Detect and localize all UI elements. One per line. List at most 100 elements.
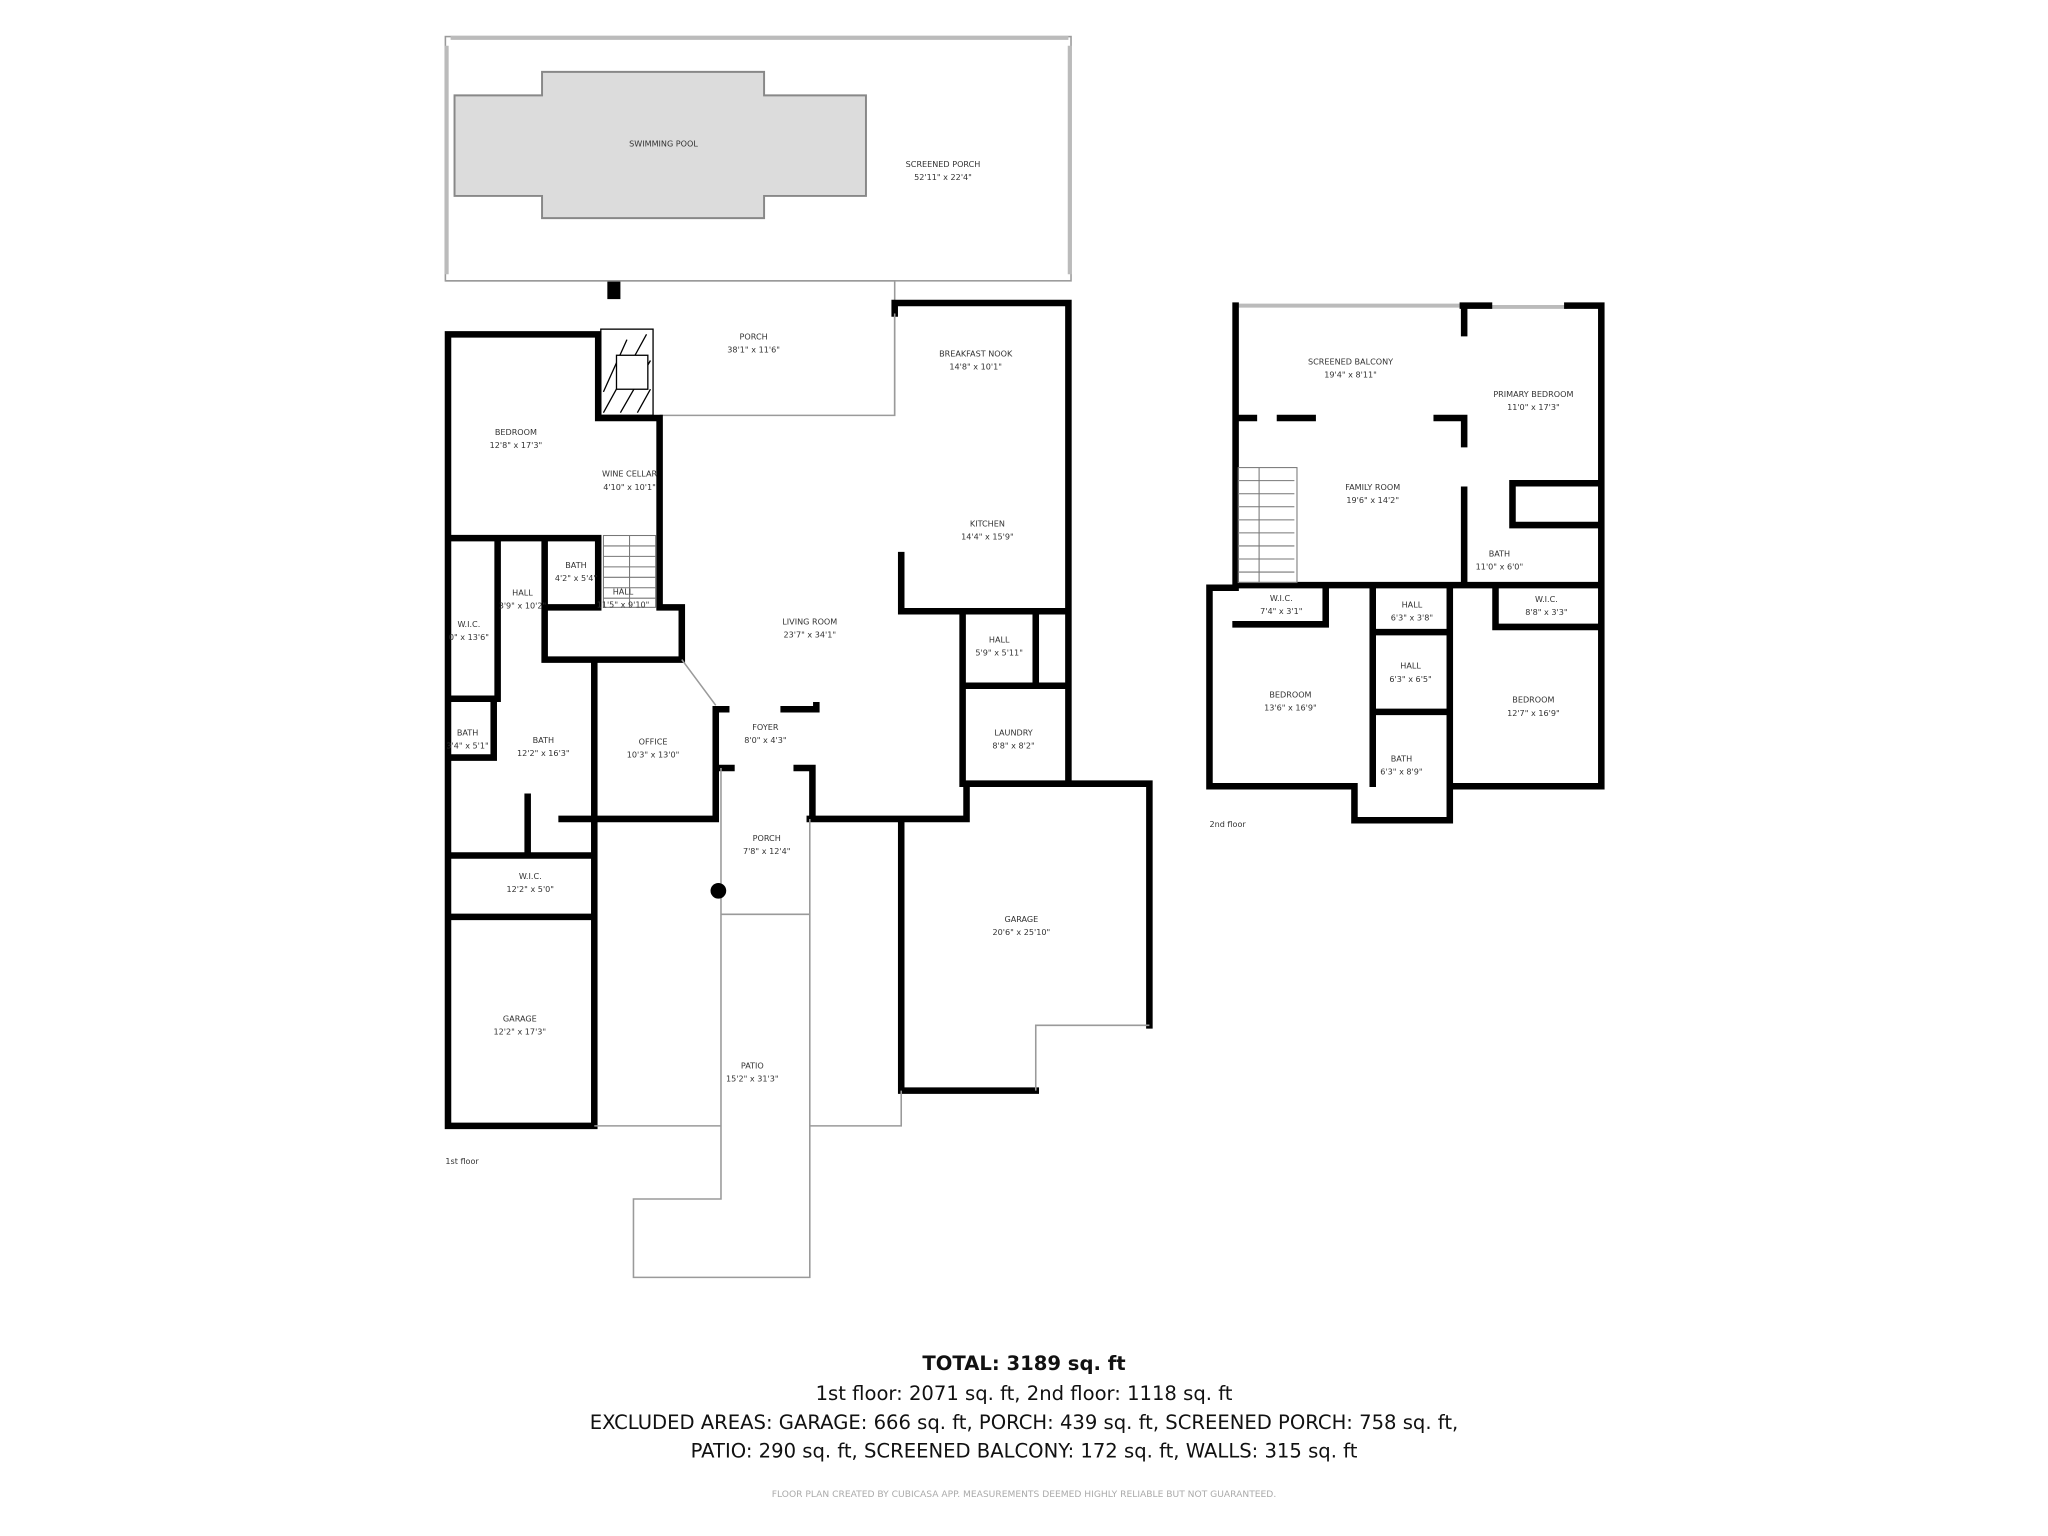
room-dimensions: 38'1" x 11'6": [727, 345, 780, 355]
room-label: W.I.C. 8'8" x 3'3": [1525, 594, 1567, 617]
room-dimensions: 3'9" x 10'2": [499, 601, 547, 611]
room-label: HALL 3'9" x 10'2": [499, 588, 547, 611]
room-name: BEDROOM: [495, 427, 537, 437]
room-label: SCREENED BALCONY 19'4" x 8'11": [1308, 356, 1393, 379]
screen-panels: [444, 35, 1072, 275]
floor-label: 1st floor: [445, 1156, 479, 1166]
room-label: PORCH 7'8" x 12'4": [743, 833, 791, 856]
room-label: BATH 11'0" x 6'0": [1476, 548, 1524, 571]
room-name: FAMILY ROOM: [1345, 482, 1400, 492]
room-name: WINE CELLAR: [602, 469, 658, 479]
room-name: W.I.C.: [457, 619, 480, 629]
room-name: BATH: [565, 560, 586, 570]
room-dimensions: 5'9" x 5'11": [975, 648, 1023, 658]
swimming-pool: [453, 70, 867, 220]
room-label: GARAGE 12'2" x 17'3": [494, 1013, 547, 1036]
room-name: PATIO: [741, 1060, 764, 1070]
room-name: BATH: [457, 727, 478, 737]
room-name: GARAGE: [1004, 914, 1038, 924]
room-dimensions: 20'6" x 25'10": [992, 927, 1050, 937]
room-dimensions: 19'6" x 14'2": [1346, 495, 1399, 505]
staircase-floor2: [1237, 467, 1298, 584]
area-summary: TOTAL: 3189 sq. ft 1st floor: 2071 sq. f…: [590, 1352, 1458, 1500]
room-dimensions: 12'2" x 17'3": [494, 1026, 547, 1036]
column: [710, 882, 727, 899]
room-name: BREAKFAST NOOK: [939, 349, 1013, 359]
total-area: TOTAL: 3189 sq. ft: [922, 1352, 1125, 1375]
room-dimensions: 19'4" x 8'11": [1324, 369, 1377, 379]
floor-areas: 1st floor: 2071 sq. ft, 2nd floor: 1118 …: [816, 1382, 1233, 1405]
room-name: HALL: [512, 588, 533, 598]
room-name: W.I.C.: [1535, 594, 1558, 604]
room-dimensions: 7'4" x 3'1": [1260, 606, 1302, 616]
thin-walls-floor1: [594, 313, 1150, 1279]
room-name: PORCH: [740, 332, 768, 342]
room-dimensions: 11'0" x 6'0": [1476, 561, 1524, 571]
room-name: PORCH: [753, 833, 781, 843]
excluded-areas-line2: PATIO: 290 sq. ft, SCREENED BALCONY: 172…: [691, 1440, 1358, 1463]
room-name: FOYER: [752, 722, 779, 732]
post: [607, 280, 621, 300]
walls-floor2: [1206, 302, 1605, 824]
room-dimensions: 6'3" x 6'5": [1389, 674, 1431, 684]
excluded-areas-line1: EXCLUDED AREAS: GARAGE: 666 sq. ft, PORC…: [590, 1411, 1458, 1434]
room-label: W.I.C. 0" x 13'6": [449, 619, 489, 642]
room-name: SCREENED BALCONY: [1308, 356, 1393, 366]
room-name: SWIMMING POOL: [629, 138, 698, 148]
room-dimensions: 14'8" x 10'1": [949, 362, 1002, 372]
room-label: FOYER 8'0" x 4'3": [744, 722, 786, 745]
room-label: HALL 6'3" x 3'8": [1391, 599, 1433, 622]
room-label: LIVING ROOM 23'7" x 34'1": [782, 616, 837, 639]
room-dimensions: 23'7" x 34'1": [783, 629, 836, 639]
room-dimensions: 3'4" x 5'1": [446, 740, 488, 750]
room-dimensions: 8'8" x 8'2": [992, 740, 1034, 750]
room-dimensions: 7'8" x 12'4": [743, 846, 791, 856]
porch-outline: [445, 280, 896, 417]
room-label: BEDROOM 12'7" x 16'9": [1507, 695, 1560, 718]
room-dimensions: 8'8" x 3'3": [1525, 607, 1567, 617]
room-label: BREAKFAST NOOK 14'8" x 10'1": [939, 349, 1013, 372]
room-label: SWIMMING POOL: [629, 138, 698, 148]
room-name: W.I.C.: [519, 871, 542, 881]
room-dimensions: 10'3" x 13'0": [627, 750, 680, 760]
room-name: LIVING ROOM: [782, 616, 837, 626]
room-dimensions: 12'7" x 16'9": [1507, 708, 1560, 718]
room-dimensions: 6'3" x 8'9": [1380, 767, 1422, 777]
room-dimensions: 6'3" x 3'8": [1391, 612, 1433, 622]
room-name: HALL: [1402, 599, 1423, 609]
room-label: FAMILY ROOM 19'6" x 14'2": [1345, 482, 1400, 505]
room-name: KITCHEN: [970, 518, 1005, 528]
disclaimer: FLOOR PLAN CREATED BY CUBICASA APP. MEAS…: [772, 1490, 1276, 1500]
walls-floor1: [444, 299, 1153, 1130]
room-name: OFFICE: [639, 736, 668, 746]
room-dimensions: 13'6" x 16'9": [1264, 703, 1317, 713]
fireplace: [600, 328, 654, 416]
room-label: W.I.C. 12'2" x 5'0": [507, 871, 555, 894]
windows-floor2: [1233, 303, 1568, 486]
room-dimensions: 8'0" x 4'3": [744, 735, 786, 745]
room-name: BEDROOM: [1512, 695, 1554, 705]
room-name: LAUNDRY: [994, 727, 1032, 737]
room-name: BATH: [1489, 548, 1510, 558]
room-name: PRIMARY BEDROOM: [1493, 389, 1573, 399]
room-name: HALL: [613, 586, 634, 596]
room-label: LAUNDRY 8'8" x 8'2": [992, 727, 1034, 750]
room-dimensions: 0" x 13'6": [449, 632, 489, 642]
room-label: PORCH 38'1" x 11'6": [727, 332, 780, 355]
room-name: GARAGE: [503, 1013, 537, 1023]
room-dimensions: 12'2" x 5'0": [507, 884, 555, 894]
room-name: W.I.C.: [1270, 593, 1293, 603]
